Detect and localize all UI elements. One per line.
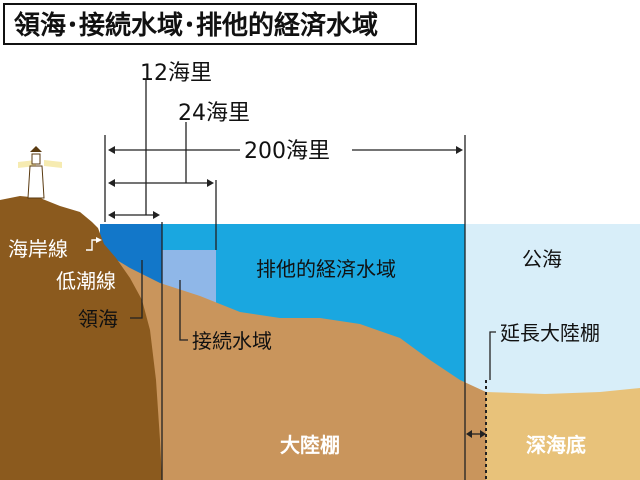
land-mass (0, 196, 162, 480)
continental-shelf-seabed (100, 250, 486, 480)
deep-seabed (486, 388, 640, 480)
label-coastline: 海岸線 (8, 237, 68, 261)
label-territorial-sea: 領海 (78, 307, 118, 331)
label-contiguous-zone: 接続水域 (192, 329, 272, 353)
title-box (3, 3, 417, 45)
label-12nm: 12海里 (140, 61, 212, 86)
leader-extended-shelf (489, 331, 496, 380)
label-24nm: 24海里 (178, 101, 250, 126)
leader-territorial (130, 260, 143, 319)
label-low-tide-line: 低潮線 (56, 269, 116, 293)
label-continental-shelf: 大陸棚 (280, 433, 340, 457)
label-high-seas: 公海 (522, 247, 562, 271)
contiguous-top-strip (160, 224, 216, 250)
label-deep-seabed: 深海底 (526, 433, 586, 457)
label-200nm: 200海里 (244, 139, 330, 164)
page-title: 領海･接続水域･排他的経済水域 (14, 10, 378, 41)
leader-contiguous (179, 280, 188, 341)
lighthouse-icon (18, 146, 62, 199)
label-extended-shelf: 延長大陸棚 (500, 321, 600, 345)
label-eez: 排他的経済水域 (256, 257, 396, 281)
